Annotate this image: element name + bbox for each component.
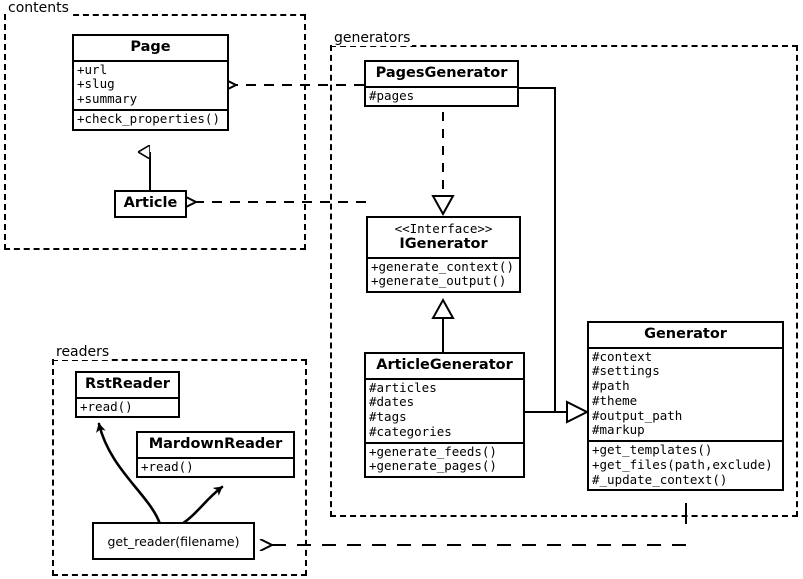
attribute-item: #tags xyxy=(369,409,407,425)
attribute-item: #path xyxy=(592,378,630,394)
class-methods-generator: +get_templates() +get_files(path,exclude… xyxy=(589,440,782,489)
class-attributes-articlegenerator: #articles #dates #tags #categories xyxy=(366,377,523,442)
package-frame-generators xyxy=(330,45,798,517)
attribute-item: #articles xyxy=(369,379,437,395)
method-item: +generate_feeds() xyxy=(369,443,497,459)
class-methods-mardownreader: +read() xyxy=(138,456,293,477)
attribute-item: +slug xyxy=(77,76,115,92)
package-frame-contents xyxy=(4,14,306,250)
method-item: +generate_output() xyxy=(371,273,507,289)
attribute-item: #theme xyxy=(592,392,638,408)
attribute-item: #pages xyxy=(369,87,415,103)
class-methods-igenerator: +generate_context() +generate_output() xyxy=(368,256,519,292)
class-title-page: Page xyxy=(130,39,171,55)
class-box-igenerator[interactable]: <<Interface>> IGenerator +generate_conte… xyxy=(366,216,521,294)
class-methods-articlegenerator: +generate_feeds() +generate_pages() xyxy=(366,441,523,477)
function-label-get-reader: get_reader(filename) xyxy=(107,533,240,549)
class-attributes-generator: #context #settings #path #theme #output_… xyxy=(589,346,782,441)
class-box-pagesgenerator[interactable]: PagesGenerator #pages xyxy=(364,60,519,108)
package-label-generators: generators xyxy=(332,30,413,46)
attribute-item: #context xyxy=(592,348,653,364)
class-title-mardownreader: MardownReader xyxy=(148,436,283,452)
method-item: +generate_context() xyxy=(371,258,514,274)
method-item: #_update_context() xyxy=(592,471,728,487)
method-item: +get_templates() xyxy=(592,442,713,458)
class-box-article[interactable]: Article xyxy=(114,190,187,218)
class-title-pagesgenerator: PagesGenerator xyxy=(375,65,508,81)
class-title-igenerator: <<Interface>> IGenerator xyxy=(368,218,519,257)
class-box-rstreader[interactable]: RstReader +read() xyxy=(75,371,180,419)
class-stereotype-igenerator: <<Interface>> xyxy=(394,221,493,236)
class-attributes-page: +url +slug +summary xyxy=(74,59,227,109)
class-title-rstreader: RstReader xyxy=(85,376,170,392)
attribute-item: #markup xyxy=(592,422,645,438)
class-name-igenerator: IGenerator xyxy=(399,236,488,252)
class-box-articlegenerator[interactable]: ArticleGenerator #articles #dates #tags … xyxy=(364,352,525,479)
attribute-item: +summary xyxy=(77,91,138,107)
method-item: +get_files(path,exclude) xyxy=(592,456,773,472)
attribute-item: #output_path xyxy=(592,407,683,423)
attribute-item: #dates xyxy=(369,394,415,410)
method-item: +generate_pages() xyxy=(369,458,497,474)
function-box-get-reader[interactable]: get_reader(filename) xyxy=(92,522,255,560)
attribute-item: +url xyxy=(77,61,108,77)
class-box-page[interactable]: Page +url +slug +summary +check_properti… xyxy=(72,34,229,131)
package-label-contents: contents xyxy=(6,0,71,16)
class-methods-rstreader: +read() xyxy=(77,396,178,417)
attribute-item: #categories xyxy=(369,423,452,439)
attribute-item: #settings xyxy=(592,363,660,379)
package-label-readers: readers xyxy=(54,344,112,360)
class-methods-page: +check_properties() xyxy=(74,108,227,129)
method-item: +read() xyxy=(141,458,194,474)
class-attributes-pagesgenerator: #pages xyxy=(366,85,517,106)
class-title-article: Article xyxy=(123,195,178,211)
method-item: +check_properties() xyxy=(77,110,220,126)
class-title-articlegenerator: ArticleGenerator xyxy=(376,357,513,373)
class-title-generator: Generator xyxy=(644,326,727,342)
package-frame-readers xyxy=(52,359,307,576)
method-item: +read() xyxy=(80,398,133,414)
class-box-generator[interactable]: Generator #context #settings #path #them… xyxy=(587,321,784,492)
class-box-mardownreader[interactable]: MardownReader +read() xyxy=(136,431,295,479)
